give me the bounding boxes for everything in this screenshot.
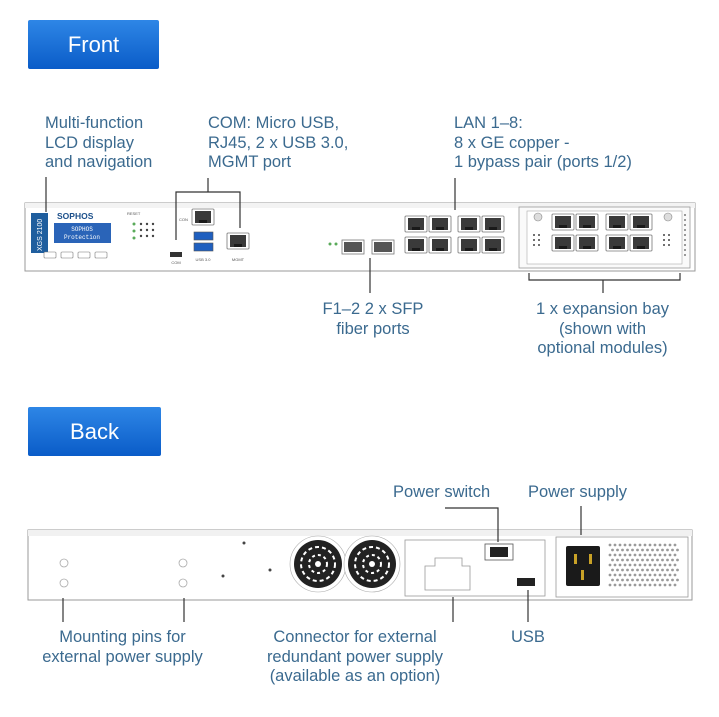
psu-vent	[608, 543, 679, 587]
sfp-label: F1–2 2 x SFP fiber ports	[322, 300, 424, 338]
svg-text:CON: CON	[179, 217, 188, 222]
svg-text:RESET: RESET	[127, 211, 141, 216]
front-leader-lines	[45, 177, 681, 293]
lcd-line1: SOPHOS	[71, 226, 93, 233]
brand-logo: SOPHOS	[57, 211, 94, 221]
back-panel	[27, 529, 693, 601]
com-rj45-port	[191, 208, 215, 226]
micro-usb-port	[170, 252, 182, 257]
lan-label: LAN 1–8: 8 x GE copper - 1 bypass pair (…	[454, 114, 632, 171]
redundant-psu-bay	[404, 539, 546, 597]
power-switch-label: Power switch	[393, 483, 491, 501]
com-label: COM: Micro USB, RJ45, 2 x USB 3.0, MGMT …	[208, 114, 349, 171]
mounting-pins-label: Mounting pins for external power supply	[42, 628, 203, 666]
usb3-port-1	[193, 231, 214, 241]
com-ports: COM CON USB 3.0 MGMT	[170, 208, 250, 265]
status-leds: RESET	[127, 211, 155, 240]
fan-2	[343, 535, 401, 593]
expansion-bay	[518, 206, 691, 269]
sfp-ports	[328, 239, 395, 255]
usb3-port-2	[193, 242, 214, 252]
front-vent	[684, 214, 686, 256]
mounting-pins	[59, 558, 188, 588]
svg-text:COM: COM	[171, 260, 180, 265]
back-tab: Back	[28, 407, 161, 456]
psu-connector-cover	[424, 557, 471, 591]
power-supply-label: Power supply	[528, 483, 628, 501]
back-leader-lines	[62, 506, 582, 622]
lcd-display	[54, 223, 111, 243]
front-panel: XGS 2100 SOPHOS SOPHOS Protection RESET …	[24, 202, 696, 272]
mgmt-port	[226, 232, 250, 250]
front-tab: Front	[28, 20, 159, 69]
svg-text:USB 3.0: USB 3.0	[196, 257, 212, 262]
lcd-nav-buttons	[43, 251, 108, 259]
model-strip	[31, 213, 48, 253]
lcd-line2: Protection	[64, 234, 100, 241]
svg-text:MGMT: MGMT	[232, 257, 245, 262]
lcd-label: Multi-function LCD display and navigatio…	[45, 114, 153, 171]
power-supply	[555, 536, 689, 598]
fan-1	[289, 535, 347, 593]
usb-label: USB	[511, 628, 545, 646]
rear-usb-port	[517, 578, 535, 586]
model-text: XGS 2100	[37, 219, 44, 251]
expansion-bay-label: 1 x expansion bay (shown with optional m…	[535, 300, 669, 357]
connector-label: Connector for external redundant power s…	[266, 628, 444, 685]
